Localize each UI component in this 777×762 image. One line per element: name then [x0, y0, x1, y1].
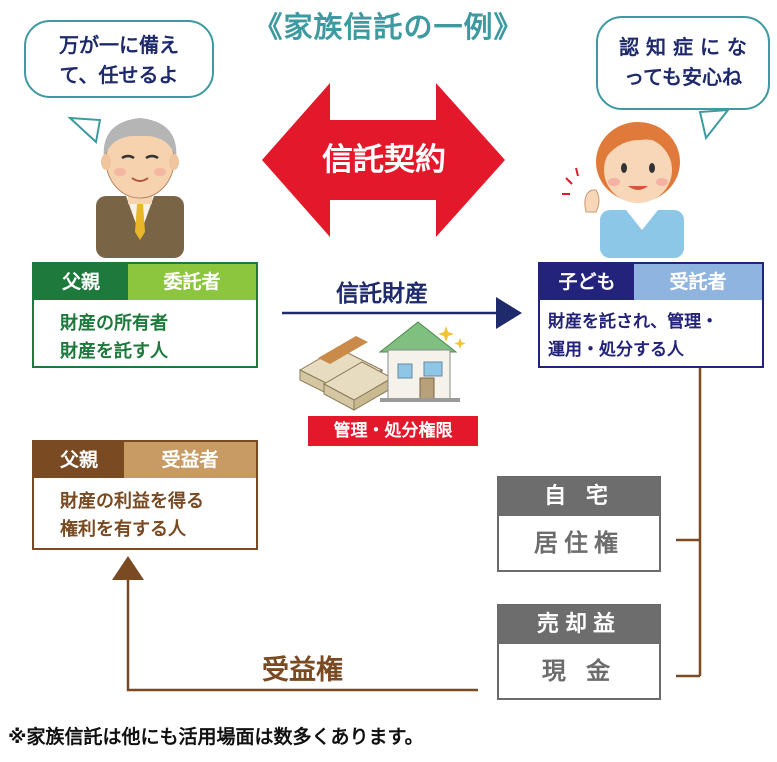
- child-speech-bubble: 認 知 症 に な っても安心ね: [596, 16, 770, 110]
- trustee-description: 財産を託され、管理・ 運用・処分する人: [540, 308, 762, 364]
- home-box-header: 自 宅: [499, 478, 659, 516]
- benefit-right-arrow-line: [126, 578, 478, 692]
- settlor-box: 父親 委託者 財産の所有者 財産を託す人: [32, 262, 258, 368]
- father-illustration: [96, 118, 184, 258]
- contract-arrow: [262, 83, 505, 237]
- beneficiary-role-father: 父親: [34, 442, 124, 478]
- contract-label: 信託契約: [322, 142, 446, 178]
- child-bubble-line2: っても安心ね: [624, 65, 742, 89]
- father-bubble-tail: [67, 116, 102, 144]
- beneficiary-box: 父親 受益者 財産の利益を得る 権利を有する人: [32, 440, 258, 550]
- beneficiary-description: 財産の利益を得る 権利を有する人: [34, 488, 256, 544]
- father-bubble-line2: て、任せるよ: [59, 63, 179, 87]
- trustee-role-child: 子ども: [540, 264, 634, 300]
- child-illustration: [562, 122, 684, 258]
- sale-box-header: 売却益: [499, 606, 659, 644]
- house-illustration: [378, 321, 466, 402]
- father-speech-bubble: 万が一に備え て、任せるよ: [24, 20, 214, 98]
- beneficiary-line2: 権利を有する人: [60, 519, 186, 540]
- child-bubble-line1: 認 知 症 に な: [619, 35, 747, 59]
- benefit-right-arrowhead: [112, 556, 144, 580]
- home-box: 自 宅 居住権: [497, 476, 661, 572]
- authority-badge: 管理・処分権限: [308, 416, 478, 446]
- settlor-line1: 財産の所有者: [60, 313, 168, 334]
- footnote: ※家族信託は他にも活用場面は数多くあります。: [8, 726, 424, 748]
- settlor-description: 財産の所有者 財産を託す人: [34, 310, 256, 366]
- trust-property-arrowhead: [496, 297, 522, 329]
- beneficiary-line1: 財産の利益を得る: [60, 491, 204, 512]
- father-bubble-line1: 万が一に備え: [59, 33, 179, 57]
- settlor-line2: 財産を託す人: [60, 341, 168, 362]
- benefit-right-label: 受益権: [262, 655, 343, 686]
- money-bundle-illustration: [298, 336, 394, 411]
- trustee-box: 子ども 受託者 財産を託され、管理・ 運用・処分する人: [538, 262, 764, 368]
- child-bubble-tail: [698, 108, 731, 141]
- sale-proceeds-box: 売却益 現 金: [497, 604, 661, 700]
- sale-box-body: 現 金: [541, 657, 617, 685]
- trust-property-label: 信託財産: [336, 281, 428, 307]
- trustee-role-label: 受託者: [634, 264, 762, 300]
- home-box-body: 居住権: [534, 529, 624, 557]
- settlor-role-label: 委託者: [128, 264, 256, 300]
- page-title: 《家族信託の一例》: [253, 10, 524, 44]
- trustee-line2: 運用・処分する人: [548, 340, 684, 360]
- trustee-line1: 財産を託され、管理・: [548, 312, 719, 332]
- beneficiary-role-label: 受益者: [124, 442, 256, 478]
- settlor-role-father: 父親: [34, 264, 128, 300]
